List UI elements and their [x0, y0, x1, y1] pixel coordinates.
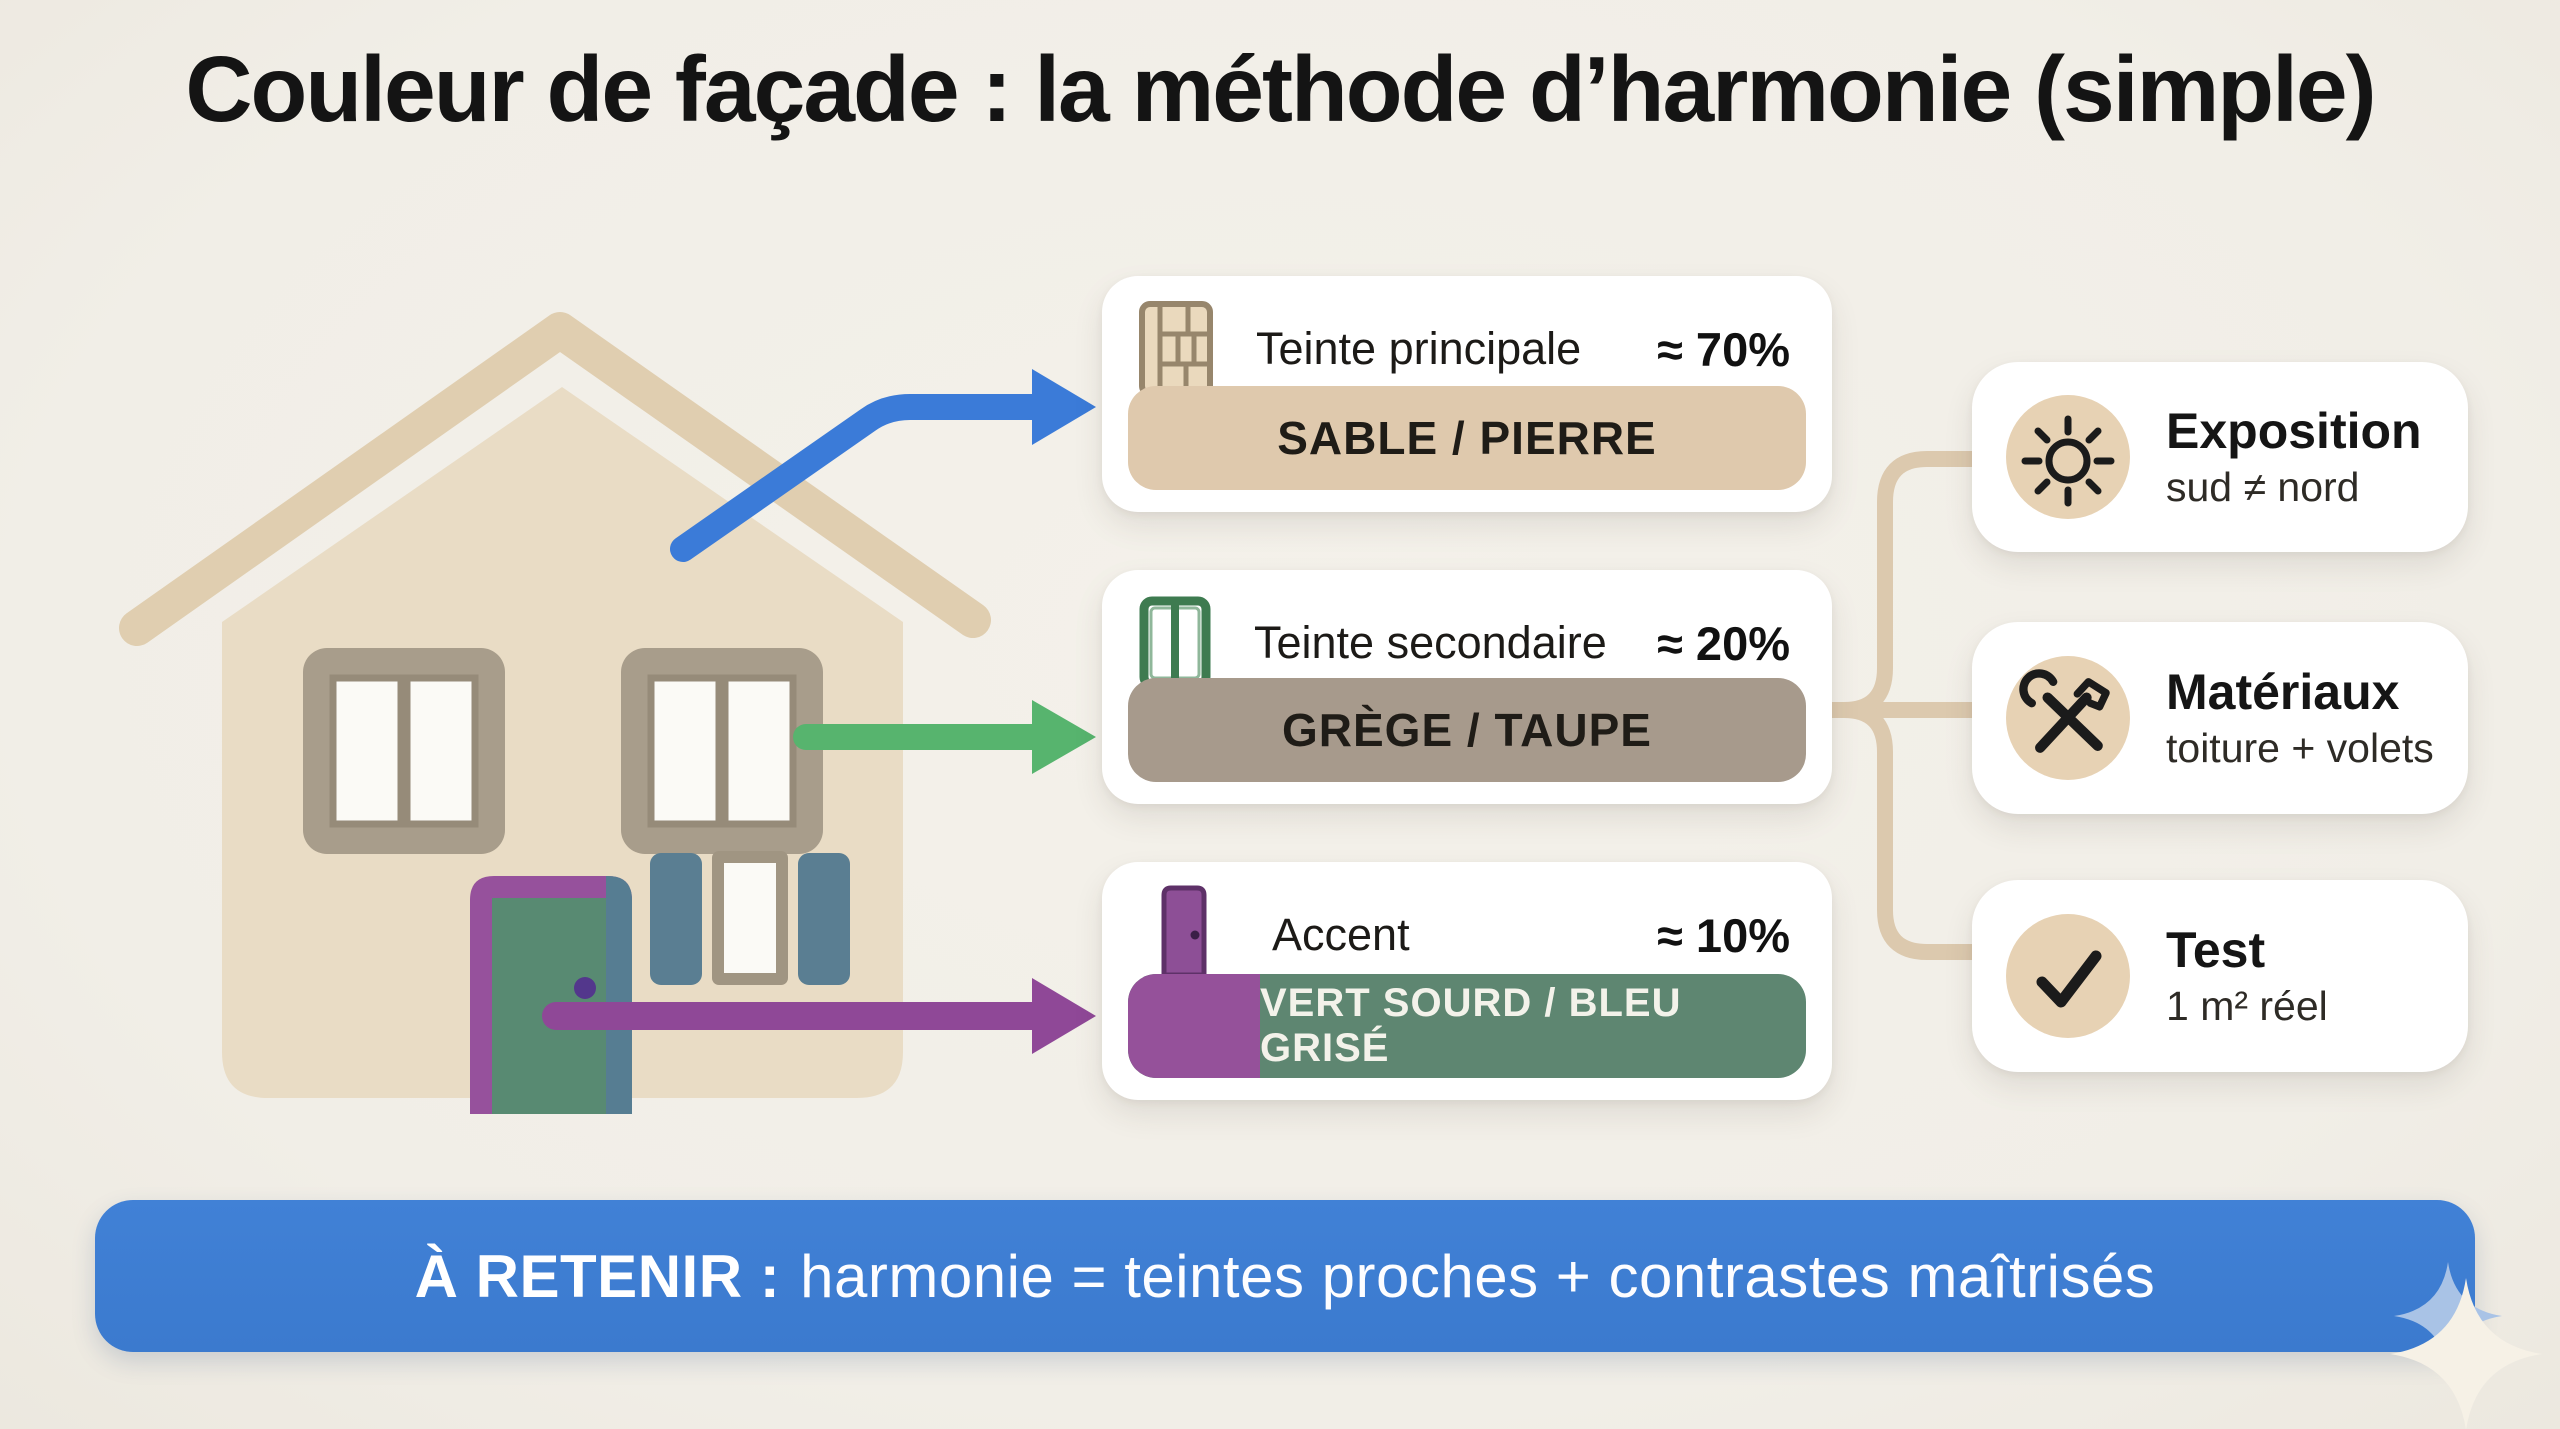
factor-card-title: Exposition: [2166, 403, 2422, 460]
swatch-label: VERT SOURD / BLEU GRISÉ: [1260, 981, 1682, 1070]
swatch-label: SABLE / PIERRE: [1277, 412, 1657, 464]
key-takeaway-banner: À RETENIR : harmonie = teintes proches +…: [95, 1200, 2475, 1352]
factor-card-subtitle: sud ≠ nord: [2166, 464, 2360, 511]
tint-swatch-grege: GRÈGE / TAUPE: [1128, 678, 1806, 782]
tint-swatch-accent: VERT SOURD / BLEU GRISÉ: [1128, 974, 1806, 1078]
arrow-secondary-tint: [793, 700, 1096, 774]
banner-text: harmonie = teintes proches + contrastes …: [800, 1242, 2156, 1310]
factor-card-subtitle: toiture + volets: [2166, 725, 2434, 772]
factor-card-text: Exposition sud ≠ nord: [2166, 403, 2422, 511]
factor-card-title: Matériaux: [2166, 664, 2400, 721]
factor-card-materiaux: Matériaux toiture + volets: [1972, 622, 2468, 814]
door-knob-icon: [574, 977, 596, 999]
tint-card-share: ≈ 70%: [1657, 322, 1790, 376]
tools-icon: [2006, 656, 2130, 780]
factor-card-text: Matériaux toiture + volets: [2166, 664, 2434, 772]
tint-card-share: ≈ 10%: [1657, 908, 1790, 962]
factor-card-test: Test 1 m² réel: [1972, 880, 2468, 1072]
swatch-purple-cap: [1128, 974, 1260, 1078]
factor-card-title: Test: [2166, 922, 2266, 979]
tint-card-label: Teinte secondaire: [1254, 617, 1607, 668]
tint-card-accent: Accent ≈ 10% VERT SOURD / BLEU GRISÉ: [1102, 862, 1832, 1100]
house-shuttered-window-icon: [650, 851, 850, 985]
house-window-right-icon: [621, 648, 823, 854]
factor-card-text: Test 1 m² réel: [2166, 922, 2328, 1030]
connector-lines: [1824, 451, 1980, 960]
tint-card-share: ≈ 20%: [1657, 616, 1790, 670]
banner-lead: À RETENIR :: [414, 1242, 781, 1310]
tint-card-secondaire: Teinte secondaire ≈ 20% GRÈGE / TAUPE: [1102, 570, 1832, 804]
page-title: Couleur de façade : la méthode d’harmoni…: [185, 37, 2376, 141]
arrow-main-tint: [670, 369, 1096, 562]
tint-card-header: Accent ≈ 10%: [1102, 862, 1832, 984]
house-window-left-icon: [303, 648, 505, 854]
factor-card-exposition: Exposition sud ≠ nord: [1972, 362, 2468, 552]
tint-card-header: Teinte secondaire ≈ 20%: [1102, 570, 1832, 690]
tint-card-label: Teinte principale: [1256, 323, 1582, 374]
check-icon: [2006, 914, 2130, 1038]
tint-card-principale: Teinte principale ≈ 70% SABLE / PIERRE: [1102, 276, 1832, 512]
arrow-accent: [542, 978, 1096, 1054]
tint-swatch-sable: SABLE / PIERRE: [1128, 386, 1806, 490]
sun-icon: [2006, 395, 2130, 519]
factor-card-subtitle: 1 m² réel: [2166, 983, 2328, 1030]
tint-card-label: Accent: [1272, 909, 1410, 960]
swatch-label: GRÈGE / TAUPE: [1282, 704, 1652, 756]
swatch-green-zone: VERT SOURD / BLEU GRISÉ: [1260, 974, 1806, 1078]
roof-icon: [119, 312, 991, 646]
